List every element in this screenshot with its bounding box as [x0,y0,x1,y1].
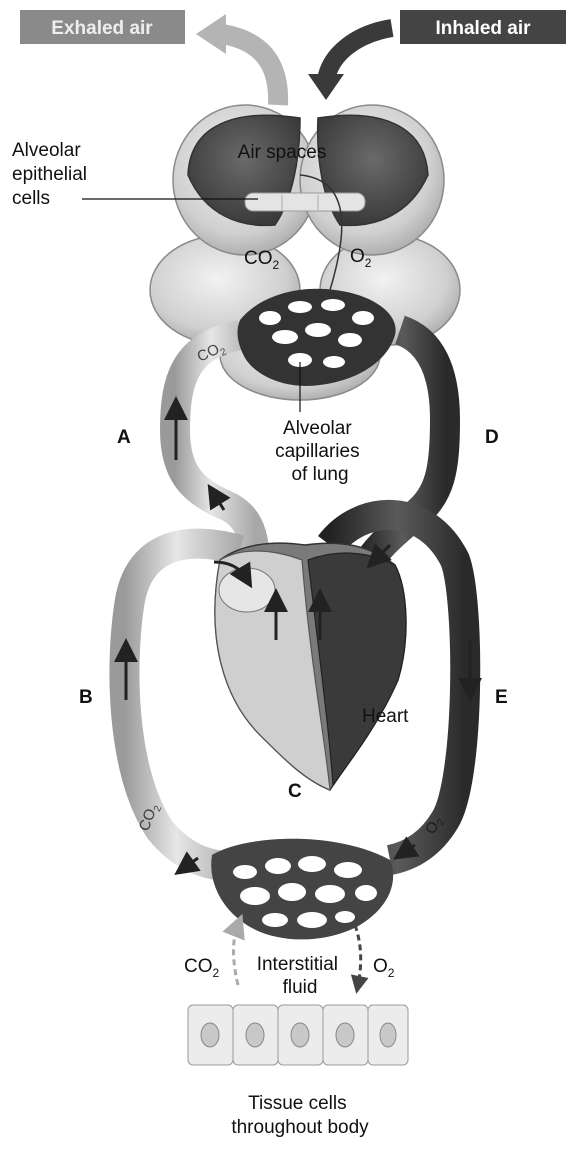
interstitial-fluid-label: Interstitial fluid [257,954,344,998]
marker-e: E [495,687,508,708]
marker-a: A [117,427,131,448]
inhaled-air-tag: Inhaled air [400,10,566,44]
heart-label: Heart [362,706,409,727]
marker-d: D [485,427,499,448]
tissue-cells-label: Tissue cells throughout body [231,1093,369,1138]
inhaled-air-arrow-shaft [326,28,392,80]
air-spaces-label: Air spaces [238,142,327,163]
alveolar-capillaries-label: Alveolar capillaries of lung [275,418,365,485]
exhaled-air-tag: Exhaled air [20,10,185,44]
tissue-capillary-bed [211,839,393,940]
epithelial-cell-strip [245,193,365,211]
exhaled-air-label: Exhaled air [51,18,153,39]
tissue-co2-label: CO2 [184,956,220,980]
marker-b: B [79,687,93,708]
tissue-cells [188,1005,408,1065]
heart [215,543,406,790]
co2-tissue-arrow [234,925,239,985]
inhaled-air-arrowhead [308,74,344,100]
inhaled-air-label: Inhaled air [435,18,531,39]
exhaled-air-arrowhead [196,14,226,54]
marker-c: C [288,781,302,802]
alveolar-epithelial-cells-label: Alveolar epithelial cells [12,140,92,209]
o2-tissue-arrow [355,925,361,985]
right-atrium [219,568,275,612]
tissue-o2-label: O2 [373,956,395,980]
exhaled-air-arrow-shaft [222,34,278,105]
